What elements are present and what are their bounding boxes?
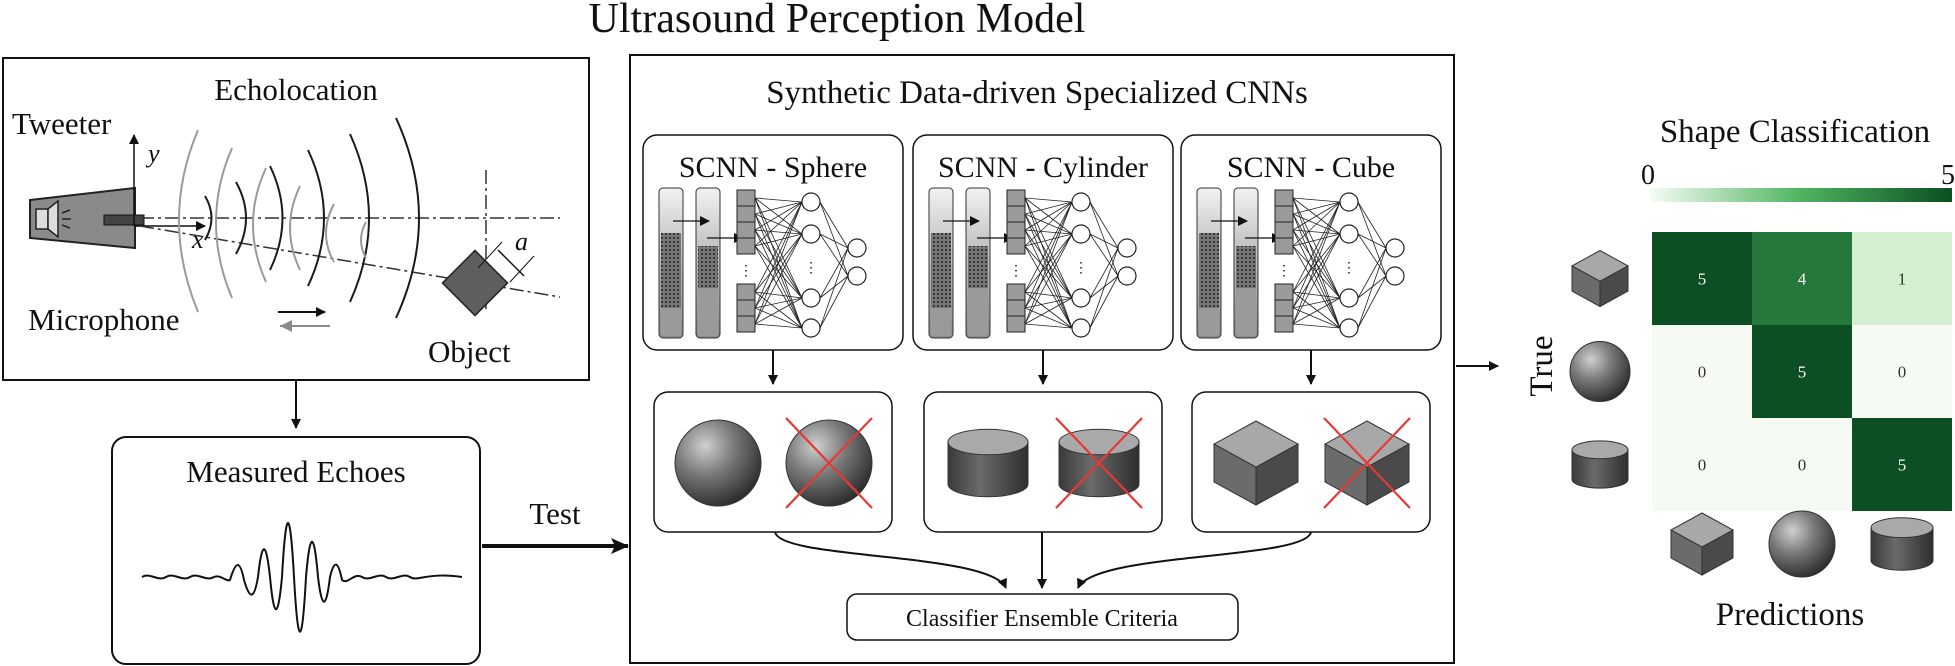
echo-waveform	[141, 522, 463, 633]
cnn-diagram: ⋮⋮	[658, 187, 867, 339]
scnn-label: SCNN - Cylinder	[938, 151, 1148, 184]
edge-length-label: a	[515, 227, 528, 256]
scnn-label: SCNN - Cube	[1227, 151, 1395, 184]
reject-cross-icon	[785, 417, 873, 509]
heatmap-cell-value: 0	[1898, 363, 1907, 382]
reject-cross-icon	[1055, 417, 1143, 509]
echolocation-panel: Echolocation Tweeter Microphone Object y…	[2, 57, 590, 381]
scnn-cylinder: SCNN - Cylinder⋮⋮	[912, 134, 1174, 533]
tweeter-device	[29, 186, 145, 250]
row-cylinder-icon	[1571, 440, 1629, 489]
model-panel: Synthetic Data-driven Specialized CNNs S…	[629, 54, 1455, 664]
heatmap-cell	[1852, 325, 1952, 418]
heatmap-cell-value: 1	[1898, 270, 1907, 289]
col-sphere-icon	[1768, 510, 1836, 578]
microphone-label: Microphone	[28, 302, 180, 337]
svg-text:⋮: ⋮	[804, 261, 818, 276]
heatmap-cell	[1652, 325, 1752, 418]
heatmap-cell	[1852, 232, 1952, 325]
heatmap-cell-value: 5	[1698, 270, 1707, 289]
test-label: Test	[529, 496, 581, 531]
heatmap-cell	[1652, 418, 1752, 511]
svg-text:⋮: ⋮	[1277, 264, 1291, 279]
reject-cross-icon	[1323, 417, 1411, 509]
row-cube-icon	[1570, 249, 1630, 308]
cube-negative-icon	[1323, 420, 1411, 506]
cube-positive-icon	[1212, 420, 1300, 506]
heatmap-cell-value: 4	[1798, 270, 1807, 289]
row-sphere-icon	[1569, 341, 1631, 402]
heatmap-cell-value: 0	[1698, 456, 1707, 475]
svg-text:⋮: ⋮	[1342, 261, 1356, 276]
x-axis-label: x	[191, 225, 204, 254]
scnn-label: SCNN - Sphere	[679, 151, 867, 184]
ensemble-box	[846, 593, 1239, 641]
measured-echoes-title: Measured Echoes	[186, 454, 406, 489]
color-scale-bar	[1650, 188, 1952, 202]
predictions-axis-label: Predictions	[1716, 597, 1864, 633]
object-shape	[441, 249, 509, 317]
heatmap-cell-value: 5	[1898, 456, 1907, 475]
tweeter-label: Tweeter	[12, 106, 112, 141]
model-subtitle: Synthetic Data-driven Specialized CNNs	[766, 75, 1308, 111]
svg-text:⋮: ⋮	[1074, 261, 1088, 276]
heatmap-cell-value: 5	[1798, 363, 1807, 382]
heatmap-cell-value: 0	[1798, 456, 1807, 475]
echolocation-title: Echolocation	[214, 72, 378, 107]
svg-text:⋮: ⋮	[739, 264, 753, 279]
emitted-wavefronts	[204, 117, 420, 319]
sphere-positive-icon	[674, 419, 762, 507]
ensemble-merge-arrows	[774, 531, 1312, 589]
reflected-wavefronts	[178, 129, 367, 313]
heatmap-cell-value: 0	[1698, 363, 1707, 382]
svg-text:⋮: ⋮	[1009, 264, 1023, 279]
heatmap-cell	[1752, 325, 1852, 418]
scale-min-label: 0	[1641, 160, 1655, 191]
scnn-cube: SCNN - Cube⋮⋮	[1180, 134, 1442, 533]
heatmap-cell	[1752, 232, 1852, 325]
cnn-diagram: ⋮⋮	[1196, 187, 1405, 339]
heatmap-cell	[1652, 232, 1752, 325]
object-label: Object	[428, 334, 511, 369]
y-axis-label: y	[145, 139, 160, 168]
true-axis-label: True	[1524, 335, 1560, 396]
cnn-diagram: ⋮⋮	[928, 187, 1137, 339]
classification-title: Shape Classification	[1660, 114, 1930, 150]
col-cylinder-icon	[1870, 517, 1934, 571]
ensemble-label: Classifier Ensemble Criteria	[906, 606, 1178, 632]
col-cube-icon	[1669, 512, 1735, 576]
heatmap-cell	[1852, 418, 1952, 511]
measured-echoes-panel: Measured Echoes	[111, 436, 481, 665]
scnn-sphere: SCNN - Sphere⋮⋮	[642, 134, 904, 533]
cylinder-positive-icon	[947, 428, 1029, 498]
scale-max-label: 5	[1941, 160, 1955, 191]
heatmap-cell	[1752, 418, 1852, 511]
main-title: Ultrasound Perception Model	[589, 0, 1086, 42]
